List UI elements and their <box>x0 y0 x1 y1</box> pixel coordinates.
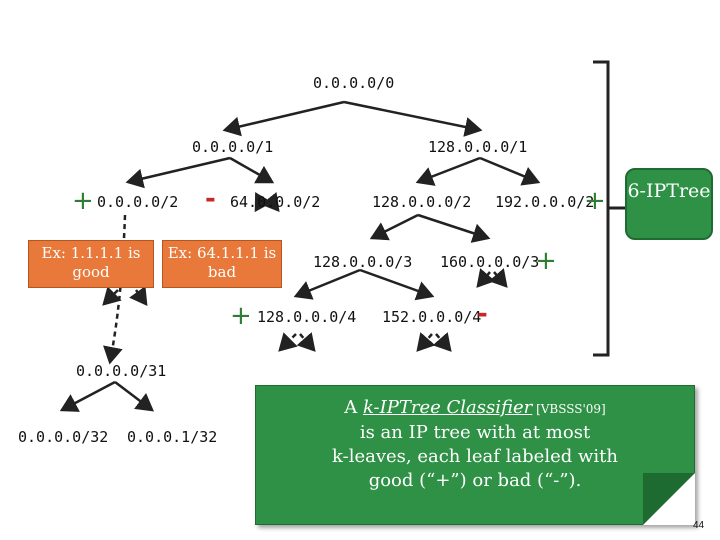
dashed-stub-l4a-right <box>296 332 316 352</box>
edge-l3a-b <box>359 268 435 301</box>
definition-note: A k-IPTree Classifier [VBSSS'09] is an I… <box>255 385 695 525</box>
node-l2-c: 128.0.0.0/2 <box>372 193 472 211</box>
dashed-stub-l2a-right <box>129 285 148 307</box>
edge-l2c-b <box>417 213 491 243</box>
node-root: 0.0.0.0/0 <box>313 74 395 92</box>
dashed-stub-l4b-left <box>416 332 436 352</box>
dashed-stub-l3b-right <box>488 268 508 288</box>
dashed-deep-path <box>103 214 127 365</box>
edge-l2c-a <box>369 213 419 241</box>
dashed-stub-l2a-left <box>102 286 122 306</box>
sign-l3-b: + <box>535 246 557 276</box>
note-page-fold <box>643 473 695 525</box>
edge-root-left <box>222 100 345 137</box>
edge-root-right <box>343 100 483 137</box>
node-l2-a: 0.0.0.0/2 <box>97 193 179 211</box>
edge-l1right-d <box>479 156 541 186</box>
edge-l1right-c <box>415 156 481 186</box>
dashed-stub-l4a-left <box>278 332 298 352</box>
node-deep: 0.0.0.0/31 <box>76 362 167 380</box>
node-l3-a: 128.0.0.0/3 <box>313 253 413 271</box>
note-prefix: A <box>344 397 363 418</box>
node-l4-a: 128.0.0.0/4 <box>257 308 357 326</box>
edge-l3a-a <box>293 268 361 300</box>
edge-deep-left <box>59 380 116 412</box>
callout-good-example: Ex: 1.1.1.1 is good <box>28 240 154 288</box>
edge-deep-right <box>114 381 154 412</box>
sign-l2-d: + <box>584 186 606 216</box>
node-l1-right: 128.0.0.0/1 <box>428 138 528 156</box>
node-leaf-right: 0.0.0.1/32 <box>127 428 218 446</box>
note-line-4: good (“+”) or bad (“-”). <box>368 470 582 491</box>
node-l2-d: 192.0.0.0/2 <box>495 193 595 211</box>
sign-l2-b: - <box>205 184 216 214</box>
node-l1-left: 0.0.0.0/1 <box>192 138 274 156</box>
dashed-stub-l2b-right <box>260 192 280 212</box>
note-reference: [VBSSS'09] <box>532 402 606 416</box>
node-leaf-left: 0.0.0.0/32 <box>18 428 109 446</box>
callout-bad-example: Ex: 64.1.1.1 is bad <box>162 240 282 288</box>
dashed-stub-l3b-left <box>476 268 496 288</box>
edge-l1left-a <box>125 156 231 189</box>
dashed-stub-l4b-right <box>432 332 452 352</box>
node-l2-b: 64.0.0.0/2 <box>230 193 321 211</box>
sign-l4-b: - <box>477 299 488 329</box>
sign-l2-a: + <box>72 186 94 216</box>
note-line-2: is an IP tree with at most <box>359 422 591 443</box>
node-l3-b: 160.0.0.0/3 <box>440 253 540 271</box>
sign-l4-a: + <box>230 301 252 331</box>
edge-l1left-b <box>229 156 275 184</box>
note-line-3: k-leaves, each leaf labeled with <box>332 446 618 467</box>
note-line-1: A k-IPTree Classifier [VBSSS'09] <box>256 396 694 421</box>
slide-number: 44 <box>693 520 705 531</box>
note-term: k-IPTree Classifier <box>362 397 533 418</box>
tree-size-label: 6-IPTree <box>625 168 713 240</box>
node-l4-b: 152.0.0.0/4 <box>382 308 482 326</box>
